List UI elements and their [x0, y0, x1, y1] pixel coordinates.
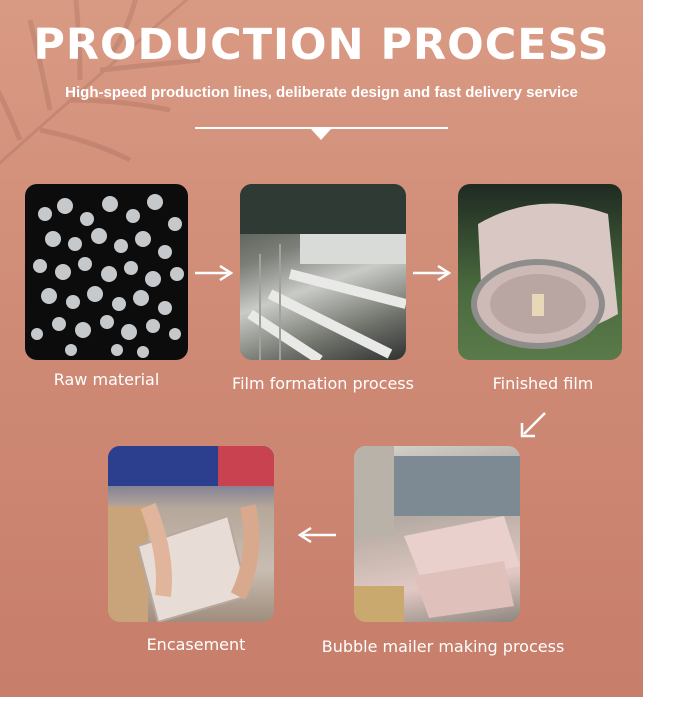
- step-caption-encasement: Encasement: [146, 635, 246, 654]
- rollers-image: [240, 184, 406, 360]
- step-caption-raw-material: Raw material: [53, 370, 160, 389]
- finished-film-photo: [458, 184, 622, 360]
- page-subtitle: High-speed production lines, deliberate …: [65, 84, 578, 101]
- page-title: PRODUCTION PROCESS: [33, 20, 610, 70]
- arrow-left-icon: [297, 527, 336, 543]
- bubble-mailer-making-photo: [354, 446, 520, 622]
- palm-leaf-decoration: [0, 0, 201, 165]
- production-process-panel: PRODUCTION PROCESS High-speed production…: [0, 0, 643, 697]
- packing-image: [108, 446, 274, 622]
- step-caption-finished-film: Finished film: [492, 374, 594, 393]
- arrow-down-left-icon: [520, 412, 546, 438]
- divider-pointer-icon: [311, 129, 331, 140]
- film-formation-photo: [240, 184, 406, 360]
- encasement-photo: [108, 446, 274, 622]
- raw-material-photo: [25, 184, 188, 360]
- arrow-right-icon: [195, 265, 234, 281]
- step-caption-film-formation: Film formation process: [232, 374, 414, 393]
- pellets-image: [31, 194, 184, 358]
- mailer-machine-image: [354, 446, 520, 622]
- step-caption-bubble-mailer-making: Bubble mailer making process: [321, 637, 565, 656]
- title-divider: [195, 127, 448, 129]
- film-roll-image: [471, 203, 618, 349]
- arrow-right-icon: [413, 265, 452, 281]
